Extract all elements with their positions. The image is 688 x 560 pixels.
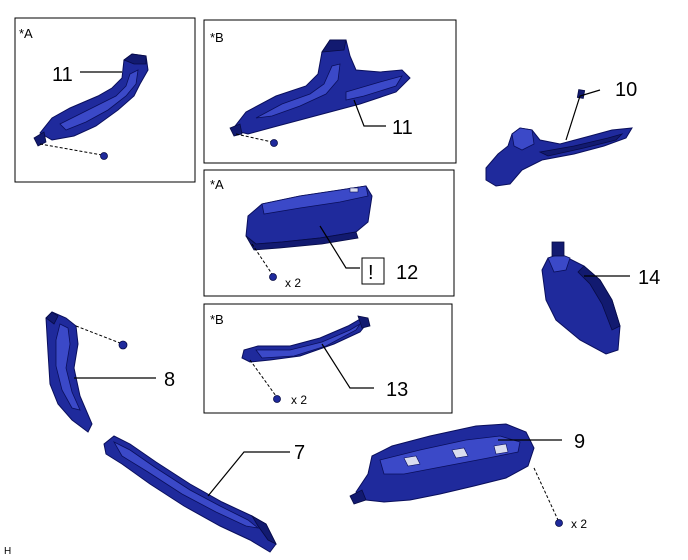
callout-8: 8: [164, 369, 175, 391]
part-9: [349, 423, 535, 505]
leader-11b: [353, 99, 386, 127]
fastener-line-9: [533, 467, 559, 521]
part-12: [245, 185, 373, 251]
clip-13: [273, 395, 281, 403]
callout-7: 7: [294, 442, 305, 464]
part-13: [241, 315, 371, 363]
qty-12: x 2: [285, 276, 301, 290]
callout-9: 9: [574, 431, 585, 453]
qty-13: x 2: [291, 393, 307, 407]
qty-9: x 2: [571, 517, 587, 531]
clip-11b: [270, 139, 278, 147]
clip-11a: [100, 152, 108, 160]
figure-code: H: [4, 546, 11, 557]
caution-box: [361, 257, 385, 285]
fastener-line-8: [75, 325, 121, 344]
callout-11a: 11: [52, 64, 73, 86]
leader-7: [207, 451, 290, 497]
fastener-line-11b: [235, 133, 273, 143]
panel-tag-lc: *B: [210, 312, 224, 327]
part-11-variant-a: [33, 53, 149, 147]
panel-frame-tl: [14, 17, 196, 183]
leader-10: [565, 89, 601, 141]
part-8: [45, 311, 93, 433]
callout-10: 10: [615, 79, 637, 101]
clip-8: [118, 340, 128, 350]
panel-tag-mc: *A: [210, 177, 224, 192]
fastener-line-12: [251, 243, 273, 275]
callout-11b: 11: [392, 117, 413, 139]
callout-14: 14: [638, 267, 660, 289]
part-11-variant-b: [229, 39, 411, 137]
callout-12: 12: [396, 262, 418, 284]
clip-12: [269, 273, 277, 281]
part-10: [485, 89, 633, 187]
leader-13: [321, 343, 374, 389]
part-14: [541, 241, 621, 355]
panel-frame-lc: [203, 303, 453, 414]
callout-13: 13: [386, 379, 408, 401]
caution-symbol: !: [368, 262, 374, 284]
panel-tag-tc: *B: [210, 30, 224, 45]
fastener-line-11a: [39, 143, 103, 156]
panel-tag-tl: *A: [19, 26, 33, 41]
fastener-line-13: [249, 359, 277, 397]
clip-9: [555, 519, 563, 527]
panel-frame-mc: [203, 169, 455, 297]
part-7: [103, 435, 277, 553]
leader-12: [319, 225, 360, 269]
panel-frame-tc: [203, 19, 457, 164]
